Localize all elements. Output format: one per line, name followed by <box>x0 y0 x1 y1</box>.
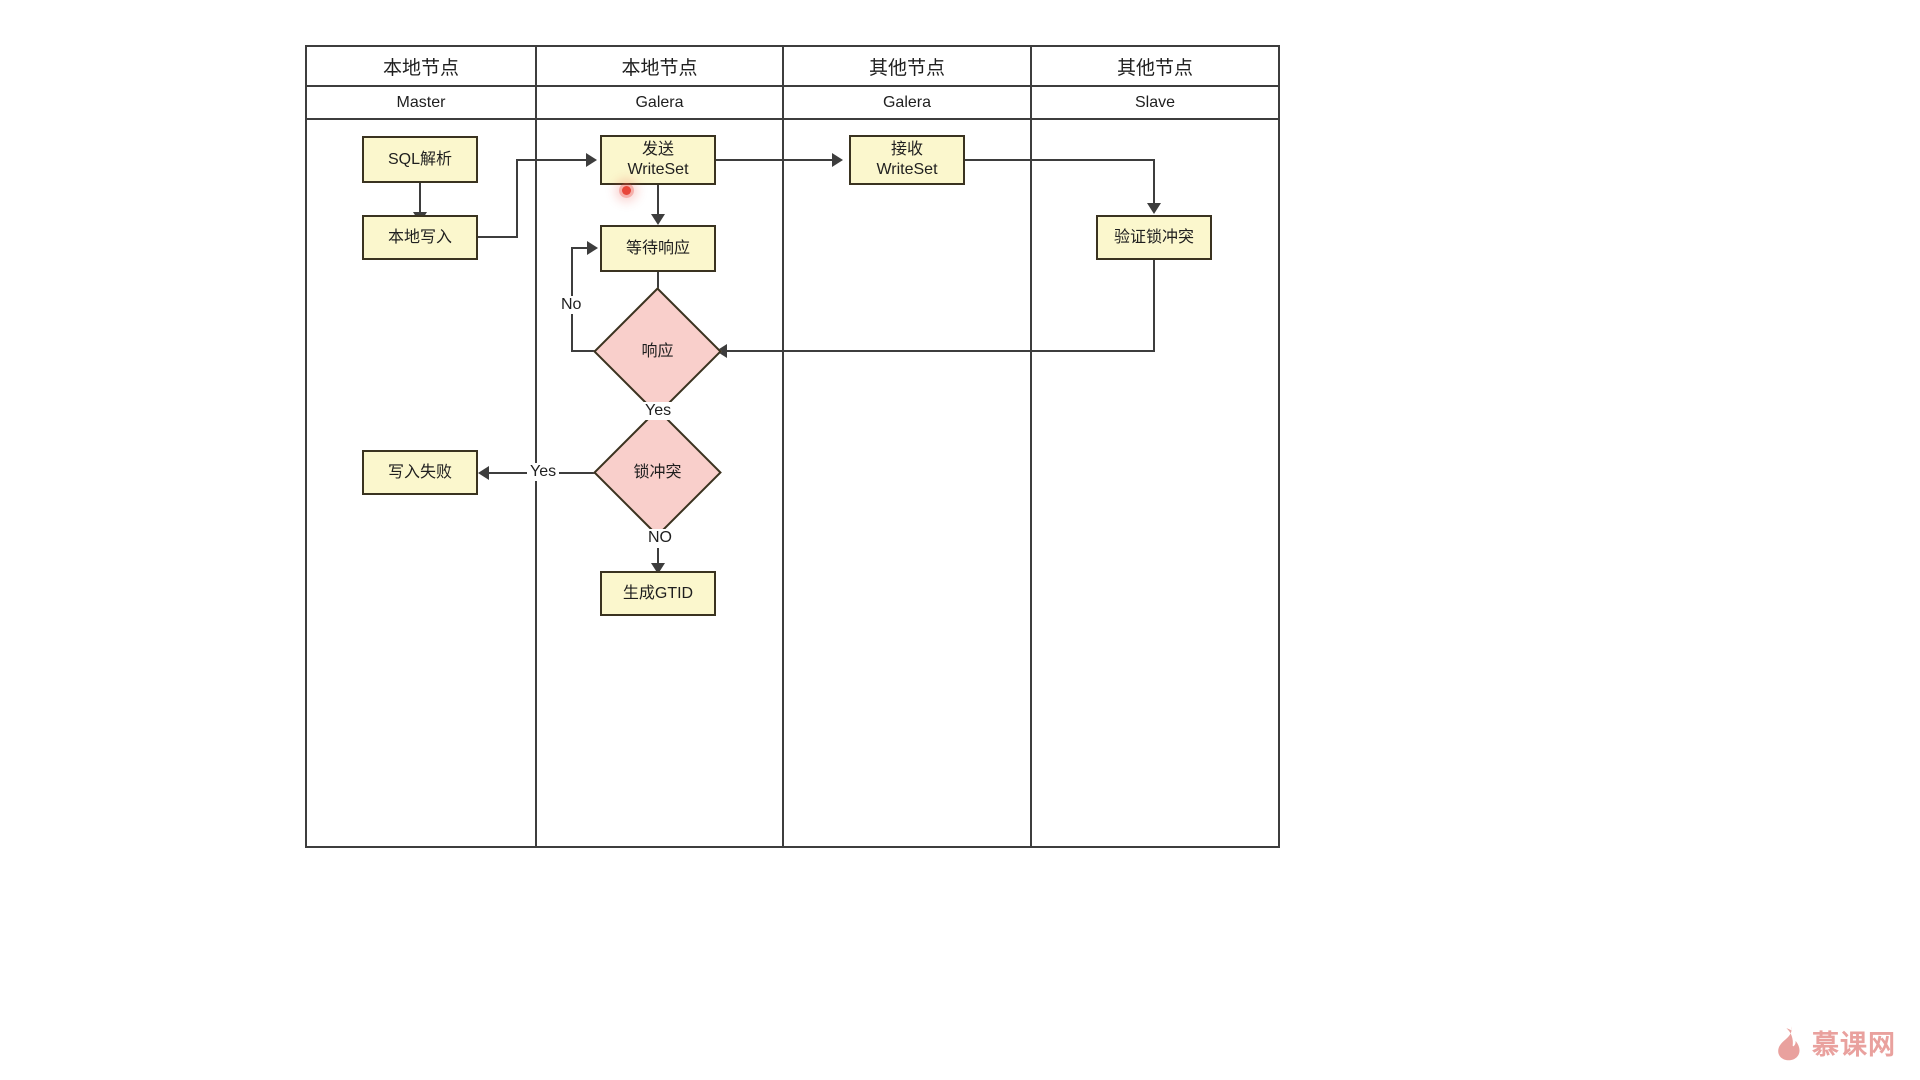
lane-role-header-row: Master Galera Galera Slave <box>307 87 1278 120</box>
lane-group-master: 本地节点 <box>382 57 459 79</box>
arrowhead-sendws-to-recvws <box>832 153 843 167</box>
edge-label-lock-no: NO <box>645 529 675 547</box>
lane-role-master: Master <box>396 93 446 111</box>
lane-group-galera-local: 本地节点 <box>535 47 782 85</box>
node-write-failed[interactable]: 写入失败 <box>362 450 478 495</box>
node-verify-lock-conflict-label: 验证锁冲突 <box>1113 228 1194 246</box>
edge-recvws-down <box>1153 159 1155 207</box>
lane-divider-3 <box>1030 120 1032 846</box>
node-lock-conflict-decision-label: 锁冲突 <box>633 463 682 481</box>
lane-role-slave: Slave <box>1030 87 1278 118</box>
edge-resp-no-left <box>571 350 600 352</box>
arrowhead-lock-yes-to-fail <box>478 466 489 480</box>
node-verify-lock-conflict[interactable]: 验证锁冲突 <box>1096 215 1212 260</box>
lane-group-galera-other: 其他节点 <box>782 47 1030 85</box>
node-receive-writeset-label-line2: WriteSet <box>876 161 938 178</box>
edge-sendws-to-wait <box>657 185 659 217</box>
edge-localwrite-right <box>478 236 517 238</box>
node-sql-parse-label: SQL解析 <box>387 150 453 168</box>
edge-label-response-yes: Yes <box>642 402 675 420</box>
edge-lock-no-to-gtid-b <box>657 548 659 566</box>
edge-verify-to-resp <box>727 350 1155 352</box>
arrowhead-recvws-to-verify <box>1147 203 1161 214</box>
node-send-writeset[interactable]: 发送 WriteSet <box>600 135 716 185</box>
node-send-writeset-label-line1: 发送 <box>641 141 674 158</box>
arrowhead-lock-no-to-gtid <box>651 563 665 574</box>
cursor-pointer <box>622 186 631 195</box>
node-lock-conflict-decision[interactable]: 锁冲突 <box>593 408 722 537</box>
edge-sendws-to-recvws <box>716 159 834 161</box>
node-sql-parse[interactable]: SQL解析 <box>362 136 478 183</box>
lane-group-slave: 其他节点 <box>1030 47 1278 85</box>
arrowhead-resp-no-to-wait <box>587 241 598 255</box>
node-receive-writeset-label-line1: 接收 <box>890 141 923 158</box>
edge-label-response-no: No <box>558 296 585 314</box>
node-response-decision[interactable]: 响应 <box>593 287 722 416</box>
arrowhead-to-sendws <box>586 153 597 167</box>
edge-label-lock-yes: Yes <box>527 463 560 481</box>
edge-verify-down <box>1153 260 1155 352</box>
node-generate-gtid[interactable]: 生成GTID <box>600 571 716 616</box>
node-local-write[interactable]: 本地写入 <box>362 215 478 260</box>
lane-role-galera-local: Galera <box>535 87 782 118</box>
node-receive-writeset[interactable]: 接收 WriteSet <box>849 135 965 185</box>
lane-divider-1 <box>535 120 537 846</box>
lane-role-galera-other: Galera <box>782 87 1030 118</box>
edge-localwrite-up <box>516 159 518 238</box>
edge-sqlparse-to-localwrite <box>419 183 421 215</box>
arrowhead-sendws-to-wait <box>651 214 665 225</box>
node-generate-gtid-label: 生成GTID <box>622 584 694 602</box>
lane-group-header-row: 本地节点 本地节点 其他节点 其他节点 <box>307 47 1278 87</box>
node-write-failed-label: 写入失败 <box>387 463 452 481</box>
edge-to-sendws <box>516 159 588 161</box>
node-response-decision-label: 响应 <box>641 342 674 360</box>
node-wait-response-label: 等待响应 <box>625 239 690 257</box>
edge-recvws-right <box>965 159 1155 161</box>
lane-divider-2 <box>782 120 784 846</box>
watermark-text: 慕课网 <box>1812 1030 1896 1060</box>
node-wait-response[interactable]: 等待响应 <box>600 225 716 272</box>
edge-resp-no-to-wait <box>571 247 589 249</box>
flame-icon <box>1778 1025 1800 1060</box>
watermark: 慕课网 <box>1774 1023 1896 1062</box>
node-local-write-label: 本地写入 <box>387 228 452 246</box>
node-send-writeset-label-line2: WriteSet <box>627 161 689 178</box>
